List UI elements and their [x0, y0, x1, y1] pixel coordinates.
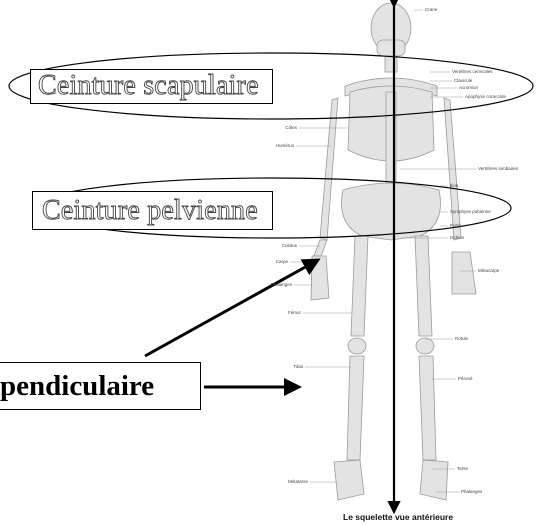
left-humerus-shape [320, 98, 338, 240]
label-crane: Crane [425, 8, 437, 13]
label-tibia: Tibia [264, 365, 303, 370]
jaw-shape [377, 40, 405, 56]
label-ilion: Ilion [450, 184, 458, 189]
label-phalanges-hand: Phalanges [252, 283, 292, 288]
label-tarsus: Tarse [457, 467, 468, 472]
label-ribs: Côtes [260, 126, 297, 131]
right-foot-shape [420, 460, 448, 500]
left-tibia-shape [347, 356, 364, 460]
label-metatarsus: Métatarse [268, 480, 308, 485]
appendicular-arrow-upper [145, 260, 318, 356]
label-lumbar: Vertèbres lombaires [478, 167, 518, 172]
label-pubic-symphysis: Symphyse pubienne [450, 210, 491, 215]
label-phalanges-foot: Phalanges [461, 490, 482, 495]
right-femur-shape [415, 236, 432, 336]
scapular-callout-label: Ceinture scapulaire [38, 72, 259, 100]
right-tibia-shape [419, 356, 436, 460]
label-patella: Rotule [455, 337, 468, 342]
label-coracoid: Apophyse coracoïde [465, 95, 506, 100]
right-hand-shape [452, 252, 476, 294]
label-clavicle: Clavicule [454, 79, 472, 84]
right-patella-shape [416, 338, 434, 354]
label-ulna: Cubitus [258, 244, 297, 249]
label-acromion: Acromion [459, 86, 478, 91]
left-foot-shape [334, 460, 364, 500]
label-carpus: Carpe [250, 260, 288, 265]
pelvic-callout-label: Ceinture pelvienne [42, 197, 258, 225]
appendicular-callout-label: pendiculaire [0, 372, 154, 401]
diagram-caption: Le squelette vue antérieure [343, 512, 453, 522]
label-femur: Fémur [262, 311, 301, 316]
label-humerus: Humérus [254, 144, 294, 149]
label-pubis: Pubis [450, 224, 461, 229]
left-forearm-shape [314, 240, 327, 256]
left-patella-shape [348, 338, 366, 354]
label-metacarpus: Métacarpe [478, 269, 499, 274]
label-fibula: Péroné [458, 377, 473, 382]
left-femur-shape [351, 236, 368, 336]
cervical-shape [385, 56, 397, 72]
label-cervical: Vertèbres cervicales [452, 70, 493, 75]
label-ischion: Ischion [450, 236, 464, 241]
